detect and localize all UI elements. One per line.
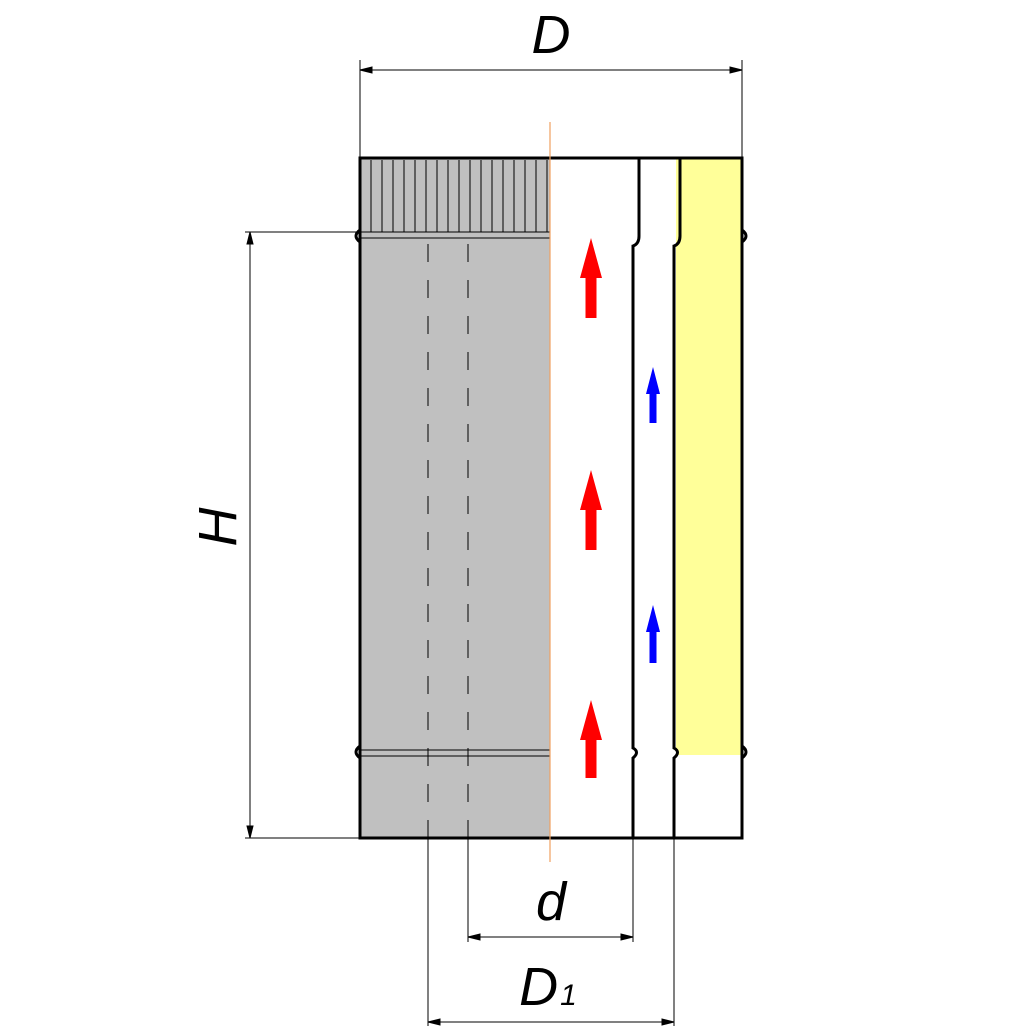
inner-pipe-wall [631,158,641,838]
insulation-layer [676,158,742,755]
insulation-inner-wall [672,158,682,838]
flue-gas-arrow-icon [580,238,602,318]
label-H: H [188,507,248,547]
flue-gas-arrow-icon [580,700,602,778]
air-flow-arrow-icon [646,605,660,663]
pipe-outline [358,156,744,840]
crimped-end-ribs [370,160,548,232]
bead-left [354,228,361,760]
label-D: D [532,5,571,65]
dimension-D [359,60,743,158]
air-flow-arrow-icon [646,367,660,423]
dimension-H [245,231,360,839]
flue-gas-arrow-icon [580,470,602,550]
label-D1: D1 [519,957,577,1017]
label-d: d [536,872,568,932]
dimension-d [467,838,634,942]
dimension-D1 [427,838,675,1026]
pipe-exterior-view [360,158,550,838]
bead-right [741,228,748,760]
